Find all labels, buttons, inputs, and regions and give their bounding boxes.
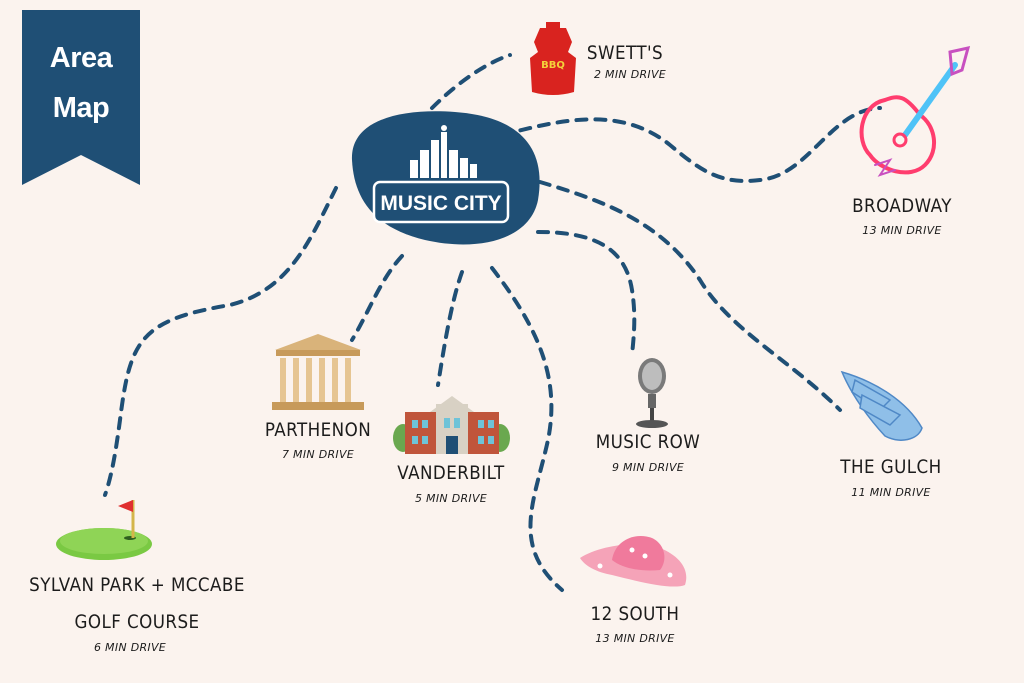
route-the-gulch [538,180,842,412]
route-parthenon [350,254,404,342]
university-building-icon [393,396,510,454]
dest-broadway-drive: 13 MIN DRIVE [862,224,942,237]
area-map-title-line2: Map [52,92,110,124]
wing-icon [840,370,923,441]
dest-sylvan-drive: 6 MIN DRIVE [93,641,167,654]
dest-swetts-name: SWETT'S [586,42,664,64]
dest-the-gulch-drive: 11 MIN DRIVE [851,486,931,499]
route-vanderbilt [436,270,464,387]
dest-parthenon-drive: 7 MIN DRIVE [281,448,355,461]
dest-12-south-drive: 13 MIN DRIVE [595,632,675,645]
route-broadway [500,106,882,183]
music-city-center: MUSIC CITY [351,111,540,245]
route-paths [103,53,882,592]
dest-vanderbilt-drive: 5 MIN DRIVE [414,492,488,505]
dest-swetts-drive: 2 MIN DRIVE [593,68,667,81]
cowboy-hat-icon [580,536,687,587]
route-sylvan [103,186,338,497]
dest-broadway-name: BROADWAY [852,195,952,217]
microphone-icon [636,358,668,428]
music-city-sign [372,180,510,224]
dest-sylvan-name-line2: GOLF COURSE [74,611,200,633]
dest-music-row-name: MUSIC ROW [595,431,701,453]
city-skyline-icon [410,125,477,178]
golf-green-icon [56,500,152,560]
dest-the-gulch-name: THE GULCH [840,456,942,478]
route-12-south [490,266,564,592]
dest-12-south-name: 12 SOUTH [590,603,680,625]
route-swetts [430,53,512,110]
dest-vanderbilt-name: VANDERBILT [397,462,505,484]
parthenon-icon [272,334,364,410]
music-city-label: MUSIC CITY [380,192,501,215]
dest-parthenon-name: PARTHENON [264,419,372,441]
bbq-apron-icon: BBQ [530,22,576,95]
neon-guitar-icon [859,45,971,177]
area-map-banner [22,10,140,185]
area-map-title-line1: Area [49,42,113,74]
route-music-row [536,230,637,357]
dest-sylvan-name-line1: SYLVAN PARK + MCCABE [29,574,245,596]
bbq-text: BBQ [541,60,565,71]
dest-music-row-drive: 9 MIN DRIVE [611,461,685,474]
